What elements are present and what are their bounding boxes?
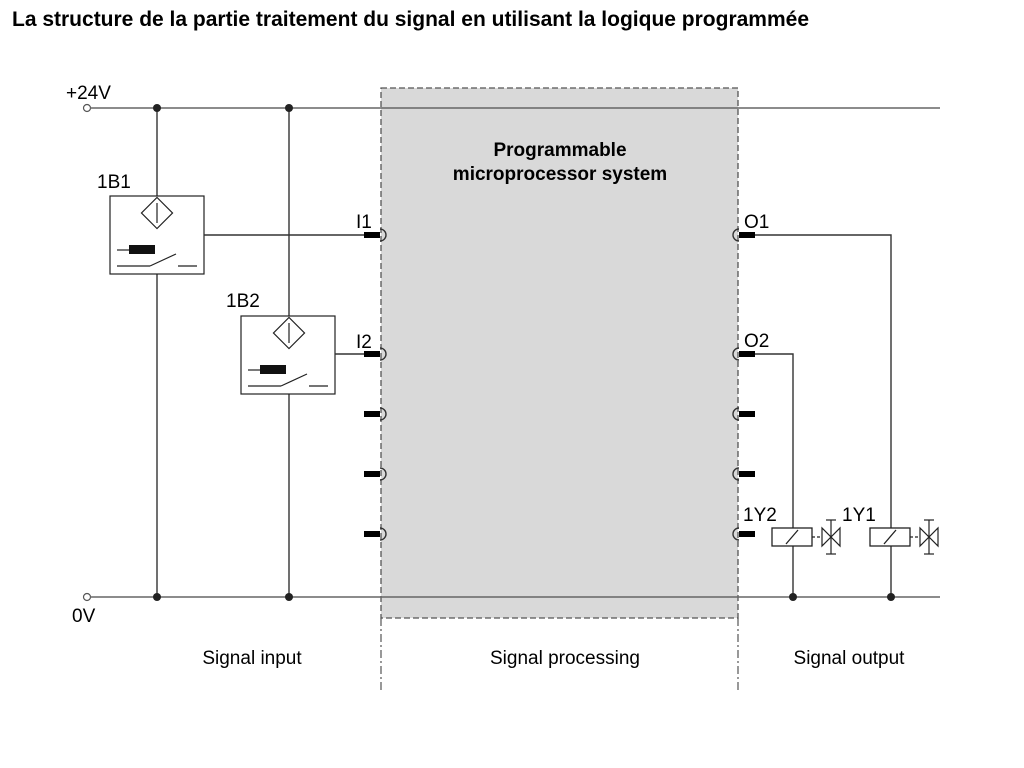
sensor-1b1-label: 1B1 — [97, 172, 131, 193]
switch-contact-icon — [280, 373, 308, 387]
input-terminal — [364, 467, 387, 481]
junction-dot — [153, 593, 161, 601]
actuator-1y2: 1Y2 — [743, 505, 841, 555]
output-terminals — [732, 228, 755, 541]
input-terminals — [364, 228, 387, 541]
input-terminal — [364, 407, 387, 421]
output-label-o2: O2 — [744, 331, 769, 352]
junction-dot — [285, 104, 293, 112]
supply-zero-label: 0V — [72, 606, 96, 627]
junction-dot — [153, 104, 161, 112]
input-terminal — [364, 347, 387, 361]
switch-actuator-icon — [129, 245, 155, 254]
output-wire-o2 — [755, 353, 794, 597]
output-wire-o1 — [755, 234, 892, 597]
actuator-1y1-label: 1Y1 — [842, 505, 876, 526]
output-label-o1: O1 — [744, 212, 769, 233]
page-title: La structure de la partie traitement du … — [12, 8, 810, 31]
switch-actuator-icon — [260, 365, 286, 374]
input-label-i1: I1 — [356, 212, 372, 233]
positive-terminal — [82, 103, 92, 113]
output-terminal — [732, 228, 755, 242]
sensor-1b1: 1B1 — [97, 172, 205, 275]
sensor-1b2-label: 1B2 — [226, 291, 260, 312]
output-terminal — [732, 347, 755, 361]
section-label-output: Signal output — [794, 648, 906, 669]
output-terminal — [732, 527, 755, 541]
sensor-1b2: 1B2 — [226, 291, 336, 395]
output-terminal — [732, 407, 755, 421]
processor-title-line1: Programmable — [493, 140, 626, 161]
switch-contact-icon — [149, 253, 177, 267]
input-terminal — [364, 228, 387, 242]
actuator-1y2-label: 1Y2 — [743, 505, 777, 526]
junction-dot — [789, 593, 797, 601]
input-terminal — [364, 527, 387, 541]
processor-block — [380, 87, 739, 619]
zero-terminal — [82, 592, 92, 602]
processor-title-line2: microprocessor system — [453, 164, 667, 185]
section-label-processing: Signal processing — [490, 648, 640, 669]
output-terminal — [732, 467, 755, 481]
section-label-input: Signal input — [202, 648, 302, 669]
junction-dot — [285, 593, 293, 601]
actuator-1y1: 1Y1 — [842, 505, 939, 555]
supply-positive-label: +24V — [66, 83, 111, 104]
junction-dot — [887, 593, 895, 601]
input-label-i2: I2 — [356, 332, 372, 353]
